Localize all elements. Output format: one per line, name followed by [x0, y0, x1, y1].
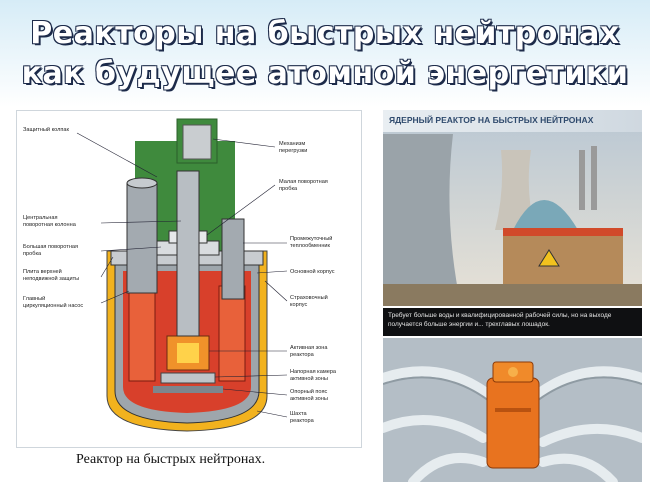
- label-support-belt-2: активной зоны: [290, 395, 328, 402]
- label-guard-vessel-2: корпус: [290, 302, 307, 308]
- leader-lines: [76, 132, 288, 418]
- label-large-rotary-plug-2: пробка: [23, 251, 42, 257]
- reactor-building: [503, 228, 623, 284]
- pressure-chamber: [160, 372, 216, 384]
- coolant-pipes: [383, 366, 642, 482]
- cooling-tower-right: [495, 150, 535, 230]
- label-protective-cap: Защитный колпак: [23, 126, 69, 133]
- pipe-shadows: [383, 376, 642, 405]
- support-belt: [153, 386, 223, 393]
- photo-header-text: ЯДЕРНЫЙ РЕАКТОР НА БЫСТРЫХ НЕЙТРОНАХ: [389, 115, 594, 125]
- reactor-diagram: Защитный колпак Механизм перегрузки Мала…: [16, 110, 362, 448]
- heat-exchanger-housing: [218, 285, 246, 382]
- power-plant-photo: ЯДЕРНЫЙ РЕАКТОР НА БЫСТРЫХ НЕЙТРОНАХ: [383, 110, 642, 306]
- label-pressure-chamber-2: активной зоны: [290, 375, 328, 382]
- diagram-caption: Реактор на быстрых нейтронах.: [76, 452, 266, 467]
- building-stripe: [503, 228, 623, 236]
- central-column: [176, 170, 200, 337]
- slide-title-line-1: Реакторы на быстрых нейтронах: [30, 16, 620, 51]
- label-intermediate-hx-2: теплообменник: [290, 243, 331, 249]
- reactor-hall-illustration: [383, 338, 642, 482]
- main-pump-top: [126, 177, 158, 189]
- reactor-cross-section: Защитный колпак Механизм перегрузки Мала…: [23, 118, 337, 432]
- stack-2: [591, 146, 597, 210]
- label-reactor-shaft-1: Шахта: [290, 411, 307, 417]
- label-guard-vessel-1: Страховочный: [290, 294, 328, 301]
- label-reload-mechanism-2: перегрузки: [279, 148, 307, 154]
- ground: [383, 284, 642, 306]
- label-core-2: реактора: [290, 352, 315, 358]
- label-top-slab-2: неподвижной защиты: [23, 275, 79, 282]
- reload-mechanism: [182, 124, 212, 160]
- label-small-rotary-plug-2: пробка: [279, 186, 298, 192]
- label-central-column-2: поворотная колонна: [23, 222, 77, 228]
- label-pressure-chamber-1: Напорная камера: [290, 369, 337, 375]
- cooling-tower-left: [383, 134, 461, 306]
- label-main-vessel: Основной корпус: [290, 268, 335, 275]
- label-small-rotary-plug-1: Малая поворотная: [279, 179, 328, 185]
- label-intermediate-hx-1: Промежуточный: [290, 235, 332, 242]
- main-pump: [126, 182, 158, 294]
- label-reload-mechanism-1: Механизм: [279, 141, 305, 147]
- slide-title-line-2: как будущее атомной энергетики: [21, 56, 629, 91]
- radiation-warning-icon: [538, 249, 560, 267]
- core-hot-center: [177, 343, 199, 363]
- label-support-belt-1: Опорный пояс: [290, 388, 328, 395]
- stack-1: [579, 150, 585, 210]
- pump-housing: [128, 285, 156, 382]
- reactor-vessel: [486, 377, 540, 469]
- label-top-slab-1: Плита верхней: [23, 268, 62, 275]
- head-flange: [508, 367, 518, 377]
- photo-caption-strip: Требует больше воды и квалифицированной …: [383, 308, 642, 336]
- label-large-rotary-plug-1: Большая поворотная: [23, 244, 78, 250]
- intermediate-heat-exchanger: [221, 218, 245, 300]
- photo-header: ЯДЕРНЫЙ РЕАКТОР НА БЫСТРЫХ НЕЙТРОНАХ: [383, 110, 642, 132]
- label-main-pump-2: циркуляционный насос: [23, 302, 83, 309]
- label-core-1: Активная зона: [290, 345, 328, 351]
- reactor-hall-photo: [383, 338, 642, 482]
- slide-title: Реакторы на быстрых нейтронах как будуще…: [0, 14, 650, 94]
- containment-dome: [513, 200, 578, 230]
- label-reactor-shaft-2: реактора: [290, 418, 315, 424]
- label-main-pump-1: Главный: [23, 295, 45, 302]
- power-plant-illustration: [383, 110, 642, 306]
- vessel-band: [495, 408, 531, 412]
- label-central-column-1: Центральная: [23, 215, 58, 221]
